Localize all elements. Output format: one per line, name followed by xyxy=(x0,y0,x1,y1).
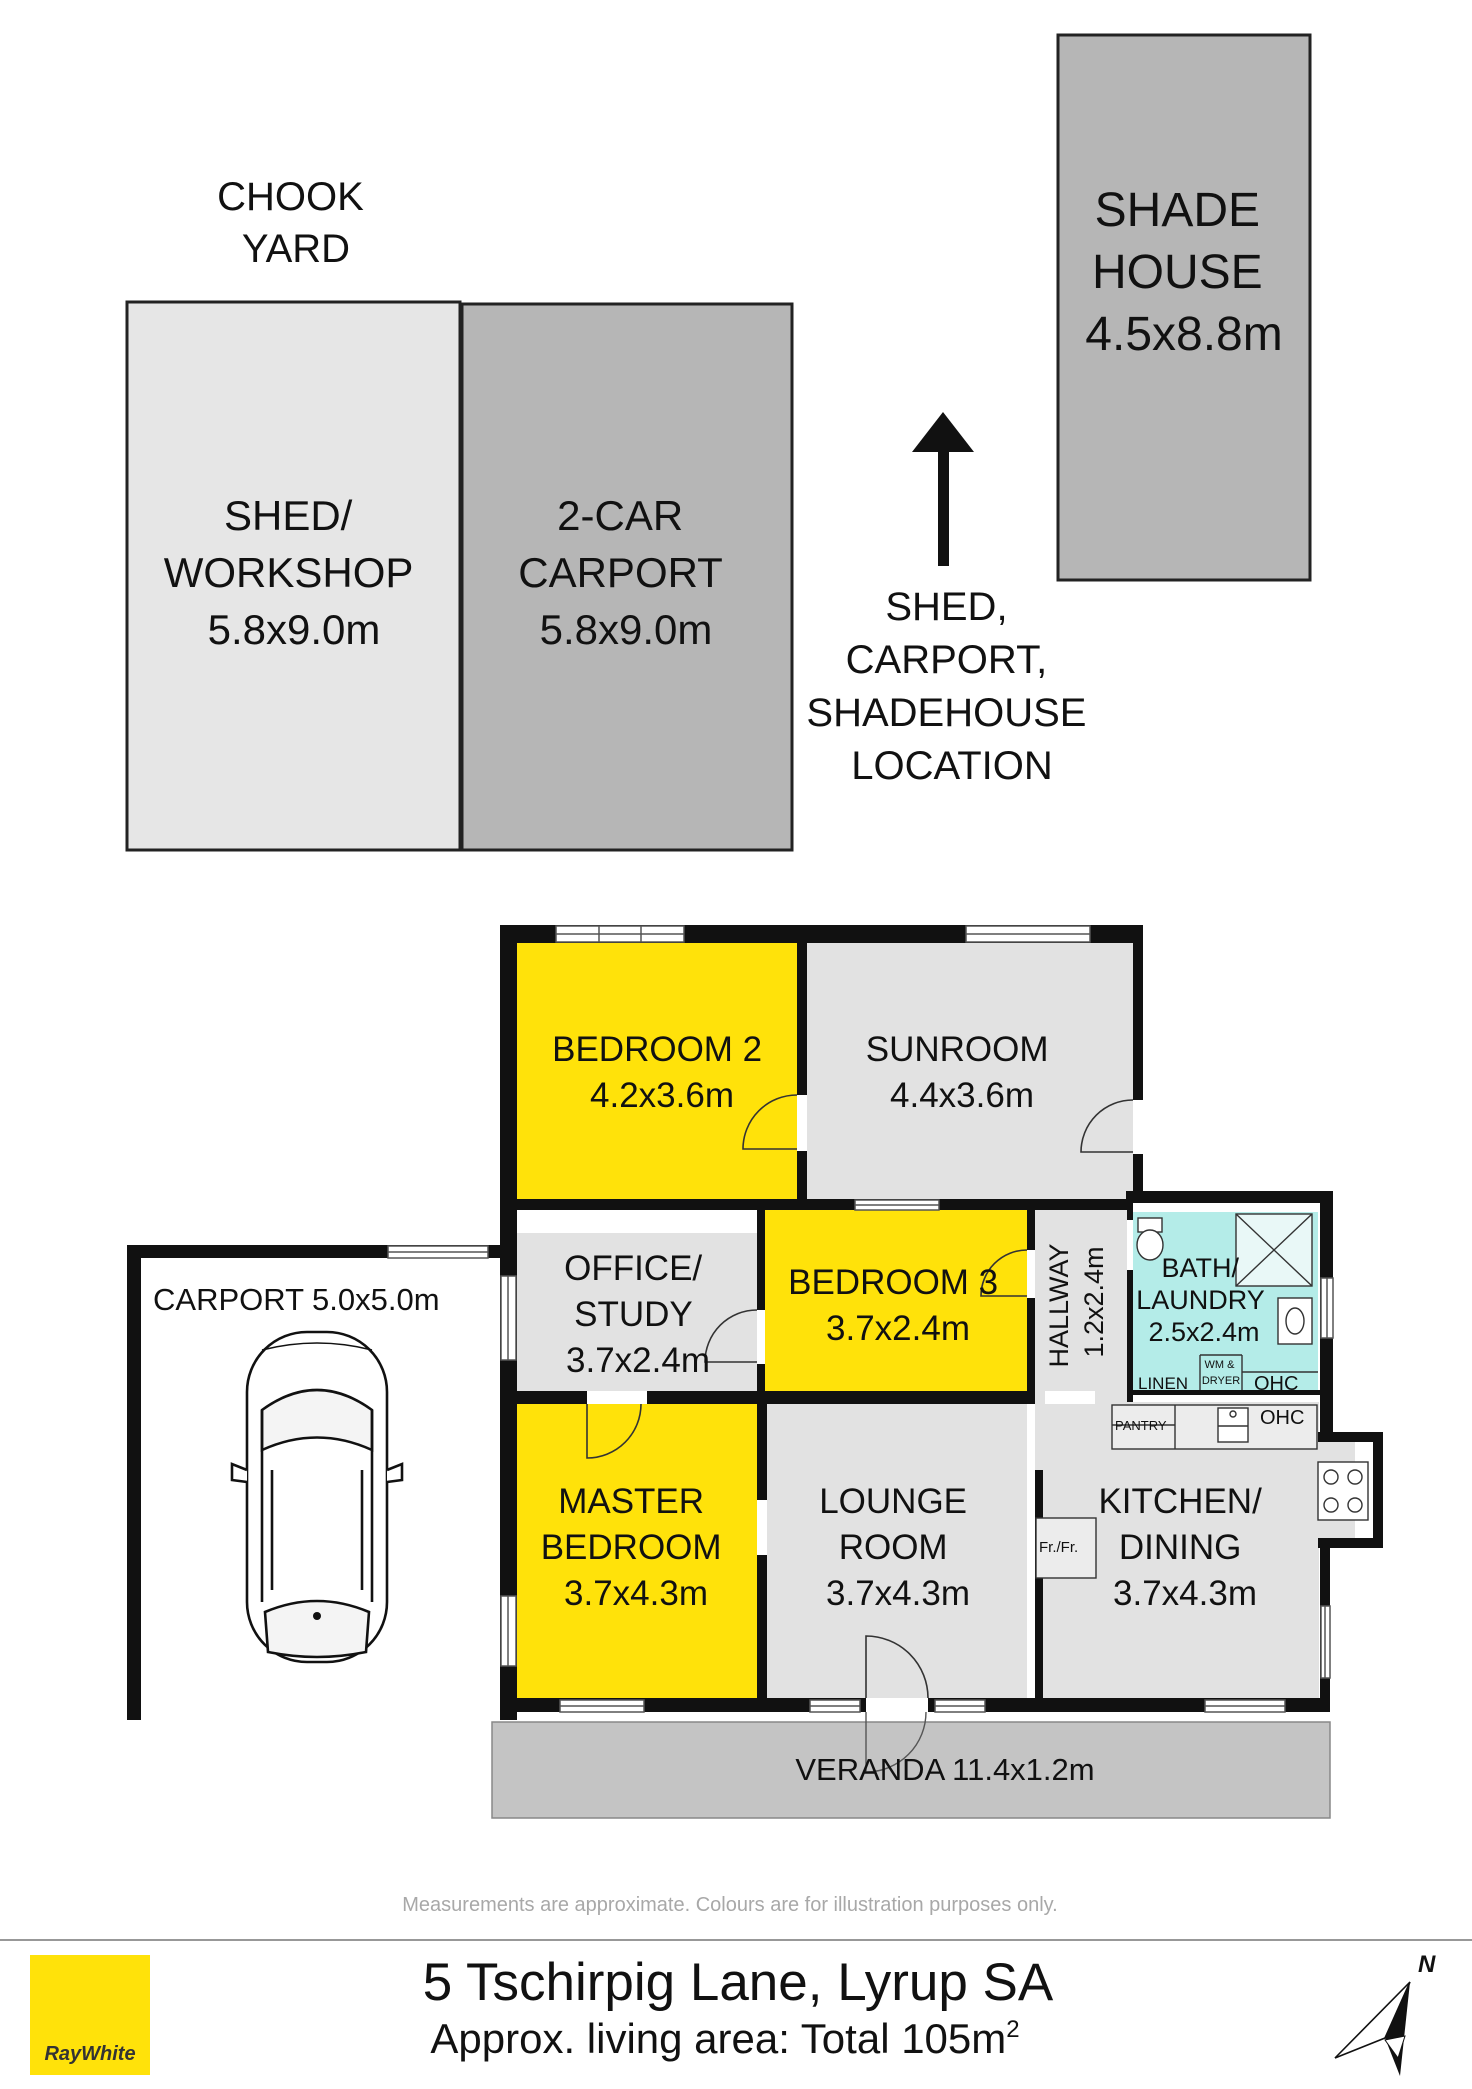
master-bedroom-label: MASTER BEDROOM 3.7x4.3m xyxy=(541,1482,732,1613)
lounge-floor xyxy=(765,1404,1027,1698)
hallway-floor xyxy=(1035,1206,1127,1402)
sink-icon xyxy=(1217,1407,1249,1443)
bathroom-fixtures xyxy=(1136,1213,1318,1390)
kitchen-dining-label: KITCHEN/ DINING 3.7x4.3m xyxy=(1098,1482,1271,1613)
lounge-room-label: LOUNGE ROOM 3.7x4.3m xyxy=(819,1482,977,1613)
bedroom-3-floor xyxy=(765,1210,1027,1391)
two-car-carport-label: 2-CAR CARPORT 5.8x9.0m xyxy=(518,492,734,653)
outbuildings: CHOOK YARD SHED/ WORKSHOP 5.8x9.0m 2-CAR… xyxy=(125,33,1312,852)
bench xyxy=(1111,1404,1318,1450)
bedroom-2-label: BEDROOM 2 4.2x3.6m xyxy=(552,1030,772,1115)
living-area-text: Approx. living area: Total 105m xyxy=(430,2015,1006,2062)
kitchen-fixtures xyxy=(1035,1404,1369,1579)
bedroom-2-floor xyxy=(517,943,797,1199)
ohc-label-kitchen: OHC xyxy=(1260,1407,1304,1429)
living-area-sup: 2 xyxy=(1006,2016,1019,2043)
basin-icon xyxy=(1277,1297,1313,1345)
carport-label: CARPORT 5.0x5.0m xyxy=(153,1282,440,1317)
sunroom-label: SUNROOM 4.4x3.6m xyxy=(866,1030,1059,1115)
cooktop-icon xyxy=(1317,1461,1369,1521)
address-title: 5 Tschirpig Lane, Lyrup SA xyxy=(423,1953,1054,2012)
carport-wall-left xyxy=(127,1245,141,1720)
doors xyxy=(586,1094,1143,1773)
windows xyxy=(387,925,1334,1713)
living-area: Approx. living area: Total 105m2 xyxy=(430,2015,1019,2062)
two-car-carport xyxy=(460,302,794,852)
disclaimer: Measurements are approximate. Colours ar… xyxy=(402,1894,1058,1916)
location-note: SHED, CARPORT, SHADEHOUSE LOCATION xyxy=(806,585,1097,788)
raywhite-logo: RayWhite xyxy=(30,1955,150,2075)
shed-workshop-label: SHED/ WORKSHOP 5.8x9.0m xyxy=(164,492,425,653)
fridge-label: Fr./Fr. xyxy=(1039,1539,1078,1556)
house-plan: BEDROOM 2 4.2x3.6m SUNROOM 4.4x3.6m OFFI… xyxy=(127,925,1383,1819)
svg-text:RayWhite: RayWhite xyxy=(44,2043,135,2065)
footer: Measurements are approximate. Colours ar… xyxy=(0,1894,1472,2076)
sunroom-floor xyxy=(807,943,1133,1199)
office-floor xyxy=(517,1233,757,1391)
bath-laundry-label: BATH/ LAUNDRY 2.5x2.4m xyxy=(1136,1253,1272,1347)
office-label: OFFICE/ STUDY 3.7x2.4m xyxy=(564,1249,712,1380)
shed-workshop xyxy=(125,300,462,852)
north-arrow-icon: N xyxy=(1334,1951,1436,2076)
bedroom-3-label: BEDROOM 3 3.7x2.4m xyxy=(788,1263,1008,1348)
ohc-label-bath: OHC xyxy=(1254,1373,1298,1395)
pantry-label: PANTRY xyxy=(1115,1418,1167,1433)
master-floor xyxy=(517,1404,757,1698)
toilet-icon xyxy=(1136,1217,1164,1261)
wm-dryer-label: WM & DRYER xyxy=(1202,1359,1240,1387)
shade-house xyxy=(1056,33,1312,582)
fridge-icon xyxy=(1035,1517,1097,1579)
north-label: N xyxy=(1418,1951,1436,1978)
chook-yard-label: CHOOK YARD xyxy=(217,175,375,271)
shade-house-label: SHADE HOUSE 4.5x8.8m xyxy=(1085,184,1282,361)
veranda xyxy=(491,1721,1331,1819)
car-icon xyxy=(230,1330,404,1664)
hallway-label: HALLWAY 1.2x2.4m xyxy=(1044,1236,1109,1367)
veranda-label: VERANDA 11.4x1.2m xyxy=(795,1752,1094,1787)
linen-label: LINEN xyxy=(1138,1374,1188,1393)
arrow-up-icon xyxy=(912,412,974,566)
